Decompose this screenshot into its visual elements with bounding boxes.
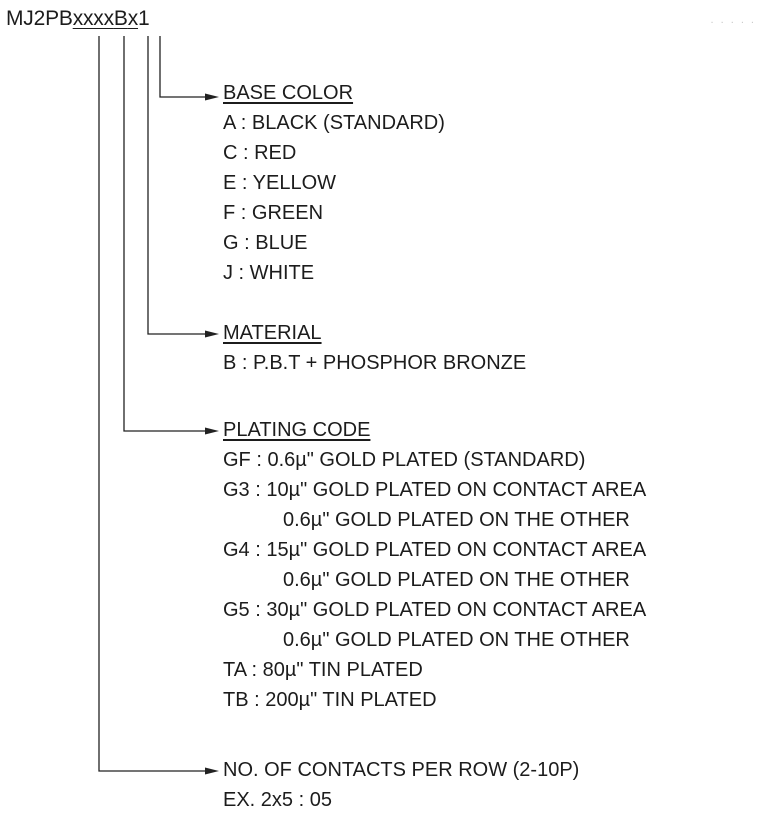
arrow-base-color [205,93,219,101]
plating-option: TA : 80µ" TIN PLATED [223,659,423,681]
contacts-example: EX. 2x5 : 05 [223,789,332,811]
material-heading: MATERIAL [223,322,322,344]
arrow-material [205,330,219,338]
base-color-section: BASE COLOR A : BLACK (STANDARD) C : RED … [223,78,445,288]
trailing-marks: . . . . . [710,14,756,26]
plating-option: G5 : 30µ" GOLD PLATED ON CONTACT AREA [223,599,647,621]
base-color-option: E : YELLOW [223,172,337,194]
base-color-option: C : RED [223,142,297,164]
plating-option: G3 : 10µ" GOLD PLATED ON CONTACT AREA [223,479,647,501]
leader-material [147,36,210,335]
plating-option-continuation: 0.6µ" GOLD PLATED ON THE OTHER [283,509,630,531]
base-color-option: A : BLACK (STANDARD) [223,112,445,134]
plating-option: TB : 200µ" TIN PLATED [223,689,437,711]
leader-plating-code [123,36,210,432]
leader-base-color [159,36,210,98]
plating-option-continuation: 0.6µ" GOLD PLATED ON THE OTHER [283,629,630,651]
contacts-section: NO. OF CONTACTS PER ROW (2-10P) EX. 2x5 … [223,755,579,815]
leader-contacts [98,36,210,772]
plating-option-continuation: 0.6µ" GOLD PLATED ON THE OTHER [283,569,630,591]
material-option: B : P.B.T + PHOSPHOR BRONZE [223,352,527,374]
material-section: MATERIAL B : P.B.T + PHOSPHOR BRONZE [223,318,526,378]
plating-code-heading: PLATING CODE [223,419,371,441]
part-code-suffix: 1 [138,7,150,30]
base-color-option: J : WHITE [223,262,315,284]
part-code-color-field: x [127,7,139,30]
plating-option: GF : 0.6µ" GOLD PLATED (STANDARD) [223,449,586,471]
part-code-material-field: B [113,7,128,30]
contacts-heading: NO. OF CONTACTS PER ROW (2-10P) [223,759,580,781]
part-number-code: MJ2PBxxxxBx1 [6,6,150,32]
part-code-prefix: MJ2PB [6,7,73,30]
base-color-option: G : BLUE [223,232,308,254]
arrow-plating-code [205,427,219,435]
plating-code-section: PLATING CODE GF : 0.6µ" GOLD PLATED (STA… [223,415,646,715]
plating-option: G4 : 15µ" GOLD PLATED ON CONTACT AREA [223,539,647,561]
part-code-contacts-field: xxxx [72,7,114,30]
base-color-heading: BASE COLOR [223,82,354,104]
base-color-option: F : GREEN [223,202,324,224]
arrow-contacts [205,767,219,775]
